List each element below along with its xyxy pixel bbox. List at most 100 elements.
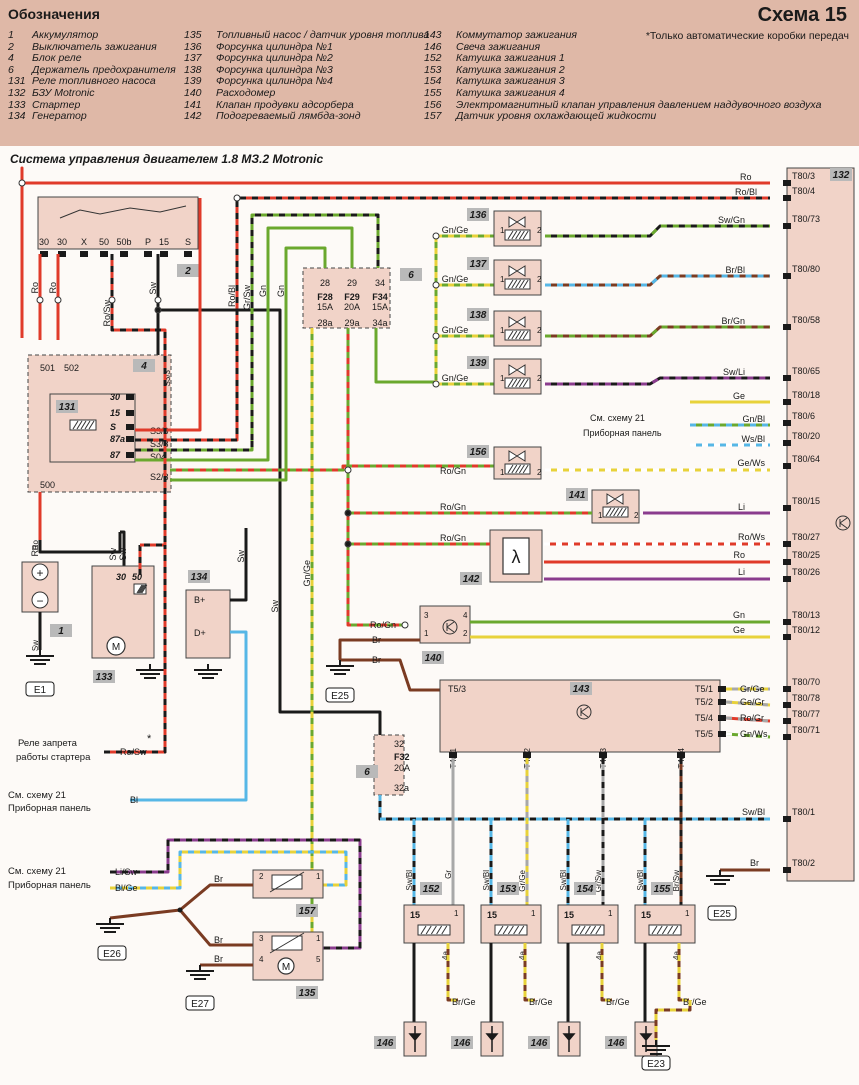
ecu-pin-label: T80/70 — [792, 677, 820, 687]
valve-156-coil — [504, 463, 531, 475]
ecu-pin-label: T80/65 — [792, 366, 820, 376]
connector-node — [233, 194, 241, 202]
coil-wire-top: Sw/Bl — [405, 870, 414, 891]
wire-coil-br-ge-stripe — [523, 943, 535, 1002]
fuse-pin-out: 29a — [344, 318, 359, 328]
legend-item-label: Форсунка цилиндра №1 — [216, 40, 333, 53]
wire-ro-sw-relay-stripe — [140, 328, 167, 547]
legend-item-label: Подогреваемый лямбда-зонд — [216, 110, 361, 123]
relay-box-label: S04 — [150, 452, 166, 462]
dash-ref3-line1: См. схему 21 — [8, 866, 66, 877]
relay-pin-label: 87a — [110, 434, 125, 444]
ignition-terminal-label: 15 — [159, 237, 169, 247]
spark-plug-icon — [485, 1026, 499, 1052]
coil-winding-icon-hatch — [513, 925, 520, 935]
alternator-134 — [185, 589, 231, 659]
legend-item-number: 135 — [184, 29, 202, 41]
dash-ref2-line2: Приборная панель — [8, 803, 91, 814]
coil-bottom-wire: Br/Ge — [606, 997, 630, 1007]
battery-wire-bottom: Sw — [31, 640, 40, 651]
airflow-transistor-icon-lines — [446, 621, 455, 633]
wire-injector-out-stripe — [545, 325, 770, 338]
wire-coil-br-ge-stripe — [600, 943, 612, 1002]
fuse-pin-in: 28 — [320, 278, 330, 288]
valve-141-id-tag — [566, 488, 588, 501]
relay-pin-label: 30 — [110, 392, 120, 402]
fuse-name: F28 — [317, 292, 333, 302]
ecu-pin-label: T80/2 — [792, 858, 815, 868]
pin-number: 2 — [537, 226, 542, 235]
coil-pin: 1 — [454, 909, 459, 918]
relay-pin-label: 15 — [110, 408, 121, 418]
connector-pin — [783, 634, 791, 640]
starter-lock-line1: Реле запрета — [18, 738, 78, 749]
legend-item-label: Катушка зажигания 3 — [456, 75, 565, 88]
injector-coil-icon-hatch — [522, 279, 529, 289]
ground-e1-tag: E1 — [34, 685, 47, 696]
relay-box-label: 501 — [40, 363, 55, 373]
wire-gn-2 — [284, 246, 327, 460]
wire-relay-ro-gn-stripe — [170, 464, 494, 472]
dash-ref3-line2: Приборная панель — [8, 880, 91, 891]
legend-item-label: Блок реле — [32, 52, 82, 65]
ground-e27-tag: E27 — [191, 999, 209, 1010]
connector-pin — [599, 752, 607, 758]
ignition-coil-id-tag — [651, 882, 673, 895]
spark-plug-id: 146 — [608, 1038, 625, 1049]
wire-bl-ge — [110, 850, 348, 890]
alternator-id-tag — [188, 570, 210, 583]
relay-coil-icon-hatch — [72, 420, 79, 430]
pin-number: 2 — [537, 468, 542, 477]
injector-coil-icon-hatch — [507, 279, 514, 289]
legend-item-number: 133 — [8, 98, 26, 111]
fuse-name: F32 — [394, 752, 410, 762]
valve-156-icon — [508, 450, 526, 462]
junction-dot — [345, 541, 351, 547]
ecu-wire-label: Li — [738, 567, 745, 577]
junction-dot — [177, 907, 183, 913]
legend-item-label: Выключатель зажигания — [32, 40, 157, 53]
injector-coil-icon — [504, 377, 531, 389]
ground-e1-tag-frame — [25, 681, 55, 697]
valve-141-coil-hatch — [613, 507, 620, 517]
coolant-sensor-id-tag — [296, 904, 318, 917]
injector-wire-out-label: Sw/Gn — [718, 215, 745, 225]
ecu-wire-label: Gr/Ge — [740, 684, 765, 694]
spark-plug-id: 146 — [531, 1038, 548, 1049]
wire-br-157 — [109, 883, 253, 920]
injector-id-tag — [467, 356, 489, 369]
coil-winding-icon-hatch — [441, 925, 448, 935]
connector-pin — [677, 752, 685, 758]
fuse-rating: 15A — [317, 302, 333, 312]
connector-pin — [783, 180, 791, 186]
coil-winding-icon-hatch — [661, 925, 668, 935]
coil-winding-icon-hatch — [595, 925, 602, 935]
pin-number: 2 — [259, 872, 264, 881]
wire-ro-bl-stripe — [235, 196, 770, 351]
dash-wire-li-sw: Li/Sw — [115, 867, 138, 877]
scheme-number: Схема 15 — [757, 4, 847, 26]
coil-pin: 4a — [441, 951, 450, 960]
connector-pin — [523, 752, 531, 758]
connector-pin — [144, 251, 152, 257]
ground-e25-right-tag-frame — [707, 905, 737, 921]
ignition-module-id: 143 — [573, 684, 590, 695]
ignition-coil-id: 152 — [423, 884, 440, 895]
connector-node — [154, 296, 162, 304]
coil-winding-icon-hatch — [497, 925, 504, 935]
injector-coil-icon-hatch — [515, 378, 522, 388]
ecu-wire-label: Ro/Bl — [735, 187, 757, 197]
dash-wire-bl-ge: Bl/Ge — [115, 883, 138, 893]
legend-item-label: Реле топливного насоса — [32, 75, 156, 88]
wire-sw-alternator — [230, 528, 248, 602]
legend-item-number: 2 — [8, 40, 14, 53]
connector-node — [36, 296, 44, 304]
ignition-terminal-label: X — [81, 237, 87, 247]
wire-sw-bl-bus — [378, 795, 770, 821]
